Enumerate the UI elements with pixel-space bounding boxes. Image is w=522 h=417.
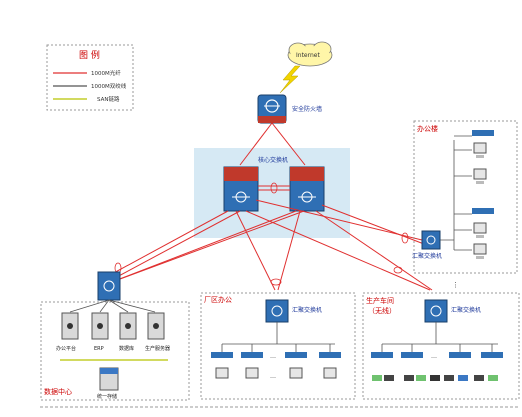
production-wireless-devices xyxy=(372,375,498,381)
legend-san-label: SAN链路 xyxy=(97,95,120,103)
production-box xyxy=(362,292,520,400)
firewall-label: 安全防火墙 xyxy=(292,105,322,113)
server-icon xyxy=(91,312,109,340)
core-switch-label: 核心交换机 xyxy=(258,156,288,164)
svg-text:…: … xyxy=(270,373,276,380)
production-agg-switch-icon xyxy=(424,299,448,323)
production-links xyxy=(381,322,498,352)
production-access-switches xyxy=(371,352,503,358)
legend-title: 图 例 xyxy=(79,49,100,61)
datacenter-box xyxy=(40,301,190,401)
legend: 图 例 1000M光纤 1000M双绞线 SAN链路 xyxy=(46,44,134,111)
factory-office-access-switches xyxy=(211,352,341,358)
datacenter-links xyxy=(69,299,156,313)
core-switch-right-icon xyxy=(289,166,325,212)
storage-label: 统一存储 xyxy=(97,393,117,400)
office-building-access-switches xyxy=(454,130,494,259)
svg-text:…: … xyxy=(270,353,276,360)
legend-twisted-label: 1000M双绞线 xyxy=(91,82,127,90)
datacenter-title: 数据中心 xyxy=(44,387,72,396)
server-label-erp: ERP xyxy=(94,346,104,352)
factory-office-links xyxy=(221,322,335,352)
fiber-uplinks xyxy=(109,199,433,291)
server-icon xyxy=(119,312,137,340)
office-building-box xyxy=(413,120,518,274)
factory-office-agg-label: 汇聚交换机 xyxy=(292,306,322,314)
legend-fiber-label: 1000M光纤 xyxy=(91,69,121,77)
server-label-db: 数据库 xyxy=(119,345,134,352)
internet-label: Internet xyxy=(296,52,320,59)
factory-office-agg-switch-icon xyxy=(265,299,289,323)
server-label-oa: 办公平台 xyxy=(56,345,76,352)
internet-cloud-icon: Internet xyxy=(287,41,333,67)
server-label-prod: 生产服务器 xyxy=(145,345,170,352)
storage-icon xyxy=(99,367,119,391)
factory-office-pcs xyxy=(215,367,337,379)
office-building-agg-label: 汇聚交换机 xyxy=(412,252,442,260)
server-icon xyxy=(147,312,165,340)
factory-office-box xyxy=(200,292,356,400)
office-building-more: ⋮ xyxy=(452,281,459,289)
production-title: 生产车间 xyxy=(366,296,394,305)
production-subtitle: （无线） xyxy=(368,306,396,315)
production-agg-label: 汇聚交换机 xyxy=(451,306,481,314)
office-building-agg-switch-icon xyxy=(421,230,441,250)
datacenter-servers xyxy=(61,312,165,340)
lightning-icon xyxy=(279,65,301,94)
factory-office-title: 厂区办公 xyxy=(204,295,232,304)
server-icon xyxy=(61,312,79,340)
svg-text:…: … xyxy=(431,353,437,360)
core-switch-left-icon xyxy=(223,166,259,212)
office-building-title: 办公楼 xyxy=(417,124,438,133)
datacenter-switch-icon xyxy=(97,271,121,301)
firewall-icon xyxy=(257,94,287,124)
